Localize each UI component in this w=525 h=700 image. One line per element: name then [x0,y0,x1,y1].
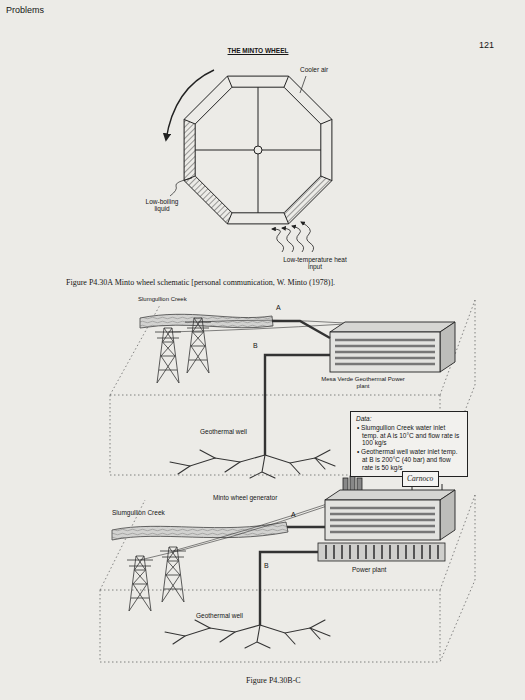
heat-input-arrows [301,222,314,252]
place-label: Geothermal well [200,428,247,435]
page-header: Problems [6,5,44,15]
figure-title: THE MINTO WHEEL [198,47,318,54]
callout-label: Low-temperature heat input [276,256,354,271]
figure-caption: Figure P4.30B-C [246,676,301,685]
wheel-hub [254,146,262,154]
point-label: B [264,562,269,570]
creek [112,522,288,540]
power-plant-building [330,332,440,372]
power-plant-building [440,322,455,372]
rotation-arrow [166,70,214,140]
data-heading: Data: [356,415,462,423]
power-plant-building [325,490,455,540]
pylon-symbol [127,556,153,611]
data-item: • Geothermal well water inlet temp. at B… [356,448,462,471]
ground-block [100,495,475,662]
power-plant-building [330,508,435,532]
leader-line [170,178,192,196]
place-label: Slumgullion Creek [138,296,187,303]
liquid-hatch [284,176,332,224]
heat-exchanger-coil [318,543,445,561]
callout-label: Cooler air [300,66,328,73]
wheel-rungs [184,76,332,224]
well-roots [165,620,330,648]
sign-text: Carnoco [407,474,434,483]
wheel-inner-ring [195,87,321,213]
creek-pipe [272,321,330,338]
sign-box: Carnoco [402,471,439,487]
building-label: Mesa Verde Geothermal Power plant [320,376,406,390]
heat-input-arrows [292,226,304,252]
pylon-symbol [185,318,211,373]
place-label: Geothermal well [196,612,243,619]
callout-label: Low-boiling liquid [138,198,186,213]
power-plant-building [330,322,455,372]
heat-exchanger-coil [326,545,438,559]
pylon-symbol [155,328,181,383]
power-plant-building [325,490,455,500]
well-pipe [265,355,330,455]
liquid-hatch [184,119,232,223]
minto-wheel [166,70,332,224]
point-label: B [253,342,258,350]
heat-exchanger-coil [318,543,445,561]
data-item: • Slumgullion Creek water inlet temp. at… [356,424,462,447]
point-label: A [291,511,296,519]
figure-caption: Figure P4.30A Minto wheel schematic [per… [66,278,335,287]
creek-pipe [287,526,325,528]
power-plant-building [335,340,435,364]
ground-block [110,300,475,475]
leader-line [300,76,306,93]
component-label: Minto wheel generator [213,494,277,501]
heat-input-arrows [272,222,314,252]
well-pipe [260,552,318,625]
place-label: Slumgullion Creek [112,509,165,516]
power-plant-building [325,500,440,540]
page-number: 121 [479,40,494,50]
well-roots [170,450,335,478]
ground-block [100,495,475,662]
data-box: Data:• Slumgullion Creek water inlet tem… [350,411,468,477]
power-plant-building [440,490,455,540]
ground-block [110,300,475,475]
wheel-outer-ring [184,76,332,224]
building-label: Power plant [352,566,386,573]
creek [140,314,273,328]
wheel-spokes [195,87,321,213]
heat-input-arrows [272,229,284,252]
heat-input-arrows [282,228,294,252]
point-label: A [276,304,281,312]
power-plant-building [330,322,455,332]
pylon-symbol [160,547,186,602]
